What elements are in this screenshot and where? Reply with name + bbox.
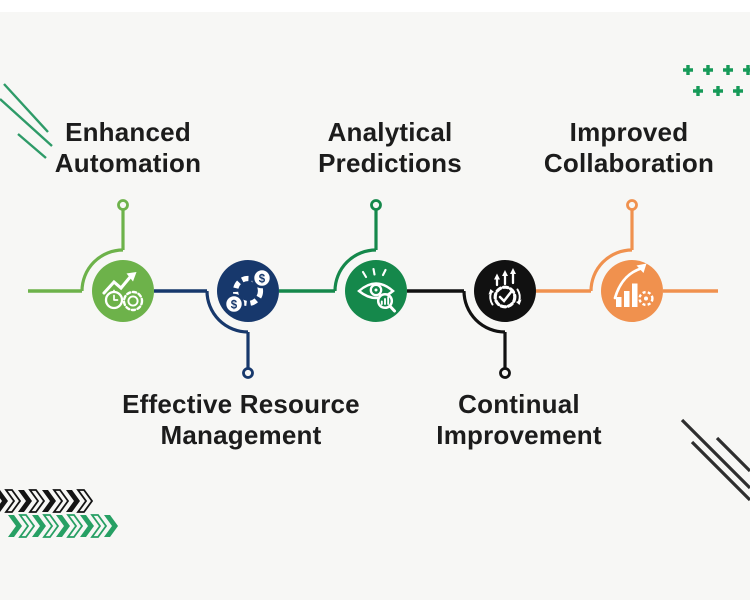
label-line: Management: [160, 420, 322, 450]
label-line: Effective Resource: [122, 389, 360, 419]
step-label-analytical-predictions: Analytical Predictions: [260, 117, 520, 179]
connector-arc-step3: [333, 248, 377, 292]
chevron-icon: [4, 489, 22, 513]
label-line: Improvement: [436, 420, 602, 450]
top-white-strip: [0, 0, 750, 12]
step-circle-1: [92, 260, 154, 322]
chevron-icon: [66, 490, 80, 512]
chevron-icon: [56, 515, 70, 537]
label-line: Continual: [458, 389, 580, 419]
connector-arc-step5: [589, 248, 633, 292]
chevron-icon: [32, 515, 46, 537]
analytics-eye-icon: [357, 267, 396, 313]
node-ring-step3: [370, 199, 382, 211]
bottomright-diagonal-lines-decoration: [680, 418, 750, 502]
connector-arc-step4: [462, 290, 506, 334]
step-label-effective-resource-management: Effective Resource Management: [111, 389, 371, 451]
label-line: Automation: [54, 148, 202, 178]
chevron-icon: [18, 490, 32, 512]
chevron-icon: [66, 514, 84, 538]
chevron-icon: [18, 514, 36, 538]
node-ring-step4: [499, 367, 511, 379]
growth-gear-icon: [613, 263, 654, 307]
label-line: Analytical: [327, 117, 453, 147]
label-line: Improved: [569, 117, 689, 147]
continual-improvement-icon: [488, 268, 522, 309]
chevron-icon: [28, 489, 46, 513]
connector-arc-step1: [80, 248, 124, 292]
resource-management-icon: $ $: [223, 267, 273, 315]
step-label-improved-collaboration: Improved Collaboration: [499, 117, 750, 179]
connector-arc-step2: [205, 290, 249, 334]
chevron-icon: [52, 489, 70, 513]
label-line: Collaboration: [543, 148, 715, 178]
label-line: Enhanced: [65, 117, 191, 147]
dollar-coin-glyph: $: [231, 300, 238, 312]
chevron-icon: [8, 515, 22, 537]
chevron-icon: [0, 490, 8, 512]
bottomleft-chevrons-row-green: [8, 514, 118, 538]
node-ring-step5: [626, 199, 638, 211]
chevron-icon: [90, 514, 108, 538]
automation-icon: [102, 272, 144, 312]
node-ring-step1: [117, 199, 129, 211]
dollar-coin-glyph: $: [259, 274, 266, 286]
chevron-icon: [42, 514, 60, 538]
topright-plus-grid-decoration: [683, 65, 750, 96]
step-label-enhanced-automation: Enhanced Automation: [0, 117, 258, 179]
label-line: Predictions: [318, 148, 462, 178]
chevron-icon: [80, 515, 94, 537]
chevron-icon: [76, 489, 94, 513]
node-ring-step2: [242, 367, 254, 379]
step-label-continual-improvement: Continual Improvement: [389, 389, 649, 451]
step-circle-4: [474, 260, 536, 322]
chevron-icon: [42, 490, 56, 512]
topleft-diagonal-lines-decoration: [0, 83, 53, 159]
bottomleft-chevrons-row-black: [0, 489, 94, 513]
step-circle-2: [217, 260, 279, 322]
chevron-icon: [104, 515, 118, 537]
